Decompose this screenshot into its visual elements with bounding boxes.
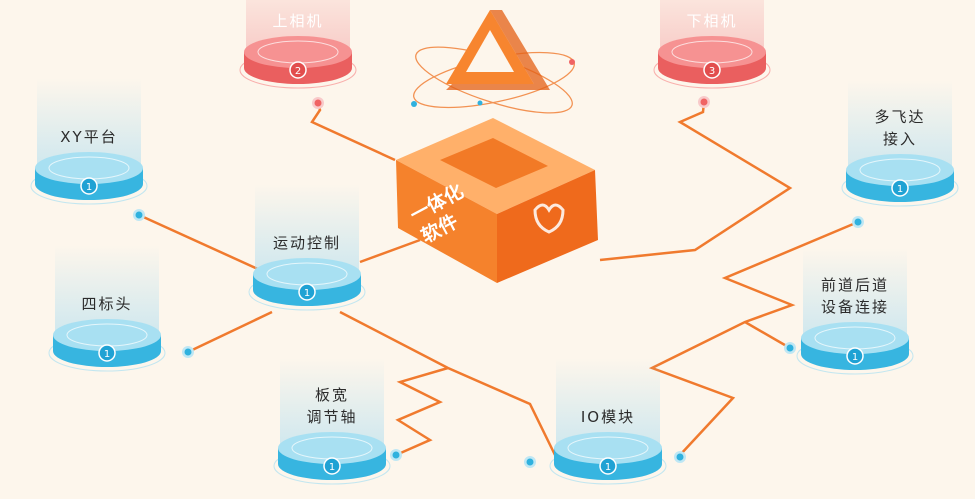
node-count-badge: 3 — [709, 66, 715, 77]
node-bottom-camera[interactable]: 3 下相机 — [652, 0, 772, 92]
link-io — [339, 310, 557, 456]
node-device-link[interactable]: 1 前道后道 设备连接 — [795, 248, 915, 378]
node-disk: 1 — [796, 322, 914, 375]
node-disk: 1 — [30, 152, 148, 205]
node-count-badge: 1 — [86, 182, 92, 193]
link-bottom-camera — [599, 101, 793, 262]
center-box — [396, 118, 598, 283]
node-label: 四标头 — [81, 295, 133, 313]
node-count-badge: 2 — [295, 66, 301, 77]
node-disk: 1 — [841, 154, 959, 207]
node-count-badge: 1 — [605, 462, 611, 473]
node-io-module[interactable]: 1 IO模块 — [548, 358, 668, 488]
brand-mark-icon — [533, 203, 565, 234]
node-top-camera[interactable]: 2 上相机 — [238, 0, 358, 92]
node-disk: 1 — [273, 432, 391, 485]
node-xy-platform[interactable]: 1 XY平台 — [29, 78, 149, 208]
node-label: 前道后道 设备连接 — [820, 276, 889, 316]
node-label: XY平台 — [60, 128, 118, 146]
triangle-logo-icon — [446, 10, 550, 90]
node-motion-control[interactable]: 1 运动控制 — [247, 184, 367, 314]
node-disk: 3 — [653, 36, 771, 89]
link-device — [744, 320, 791, 350]
link-xy-platform — [138, 213, 261, 272]
node-label: 板宽 调节轴 — [306, 386, 358, 426]
node-count-badge: 1 — [329, 462, 335, 473]
node-count-badge: 1 — [104, 349, 110, 360]
link-four-heads — [187, 310, 273, 354]
node-label: 运动控制 — [272, 234, 341, 252]
node-disk: 2 — [239, 36, 357, 89]
node-disk: 1 — [248, 258, 366, 311]
link-motion-center — [359, 238, 421, 264]
node-count-badge: 1 — [897, 184, 903, 195]
node-feeder-access[interactable]: 1 多飞达 接入 — [840, 80, 960, 210]
connector-dots — [133, 96, 864, 468]
node-disk: 1 — [549, 432, 667, 485]
node-label: 多飞达 接入 — [874, 108, 926, 148]
node-four-heads[interactable]: 1 四标头 — [47, 245, 167, 375]
link-top-camera — [310, 102, 396, 162]
node-label: 下相机 — [686, 12, 738, 30]
node-count-badge: 1 — [852, 352, 858, 363]
node-disk: 1 — [48, 319, 166, 372]
node-width-axis[interactable]: 1 板宽 调节轴 — [272, 358, 392, 488]
node-label: 上相机 — [272, 12, 324, 30]
node-count-badge: 1 — [304, 288, 310, 299]
link-width-axis — [395, 366, 449, 457]
node-label: IO模块 — [580, 408, 636, 426]
